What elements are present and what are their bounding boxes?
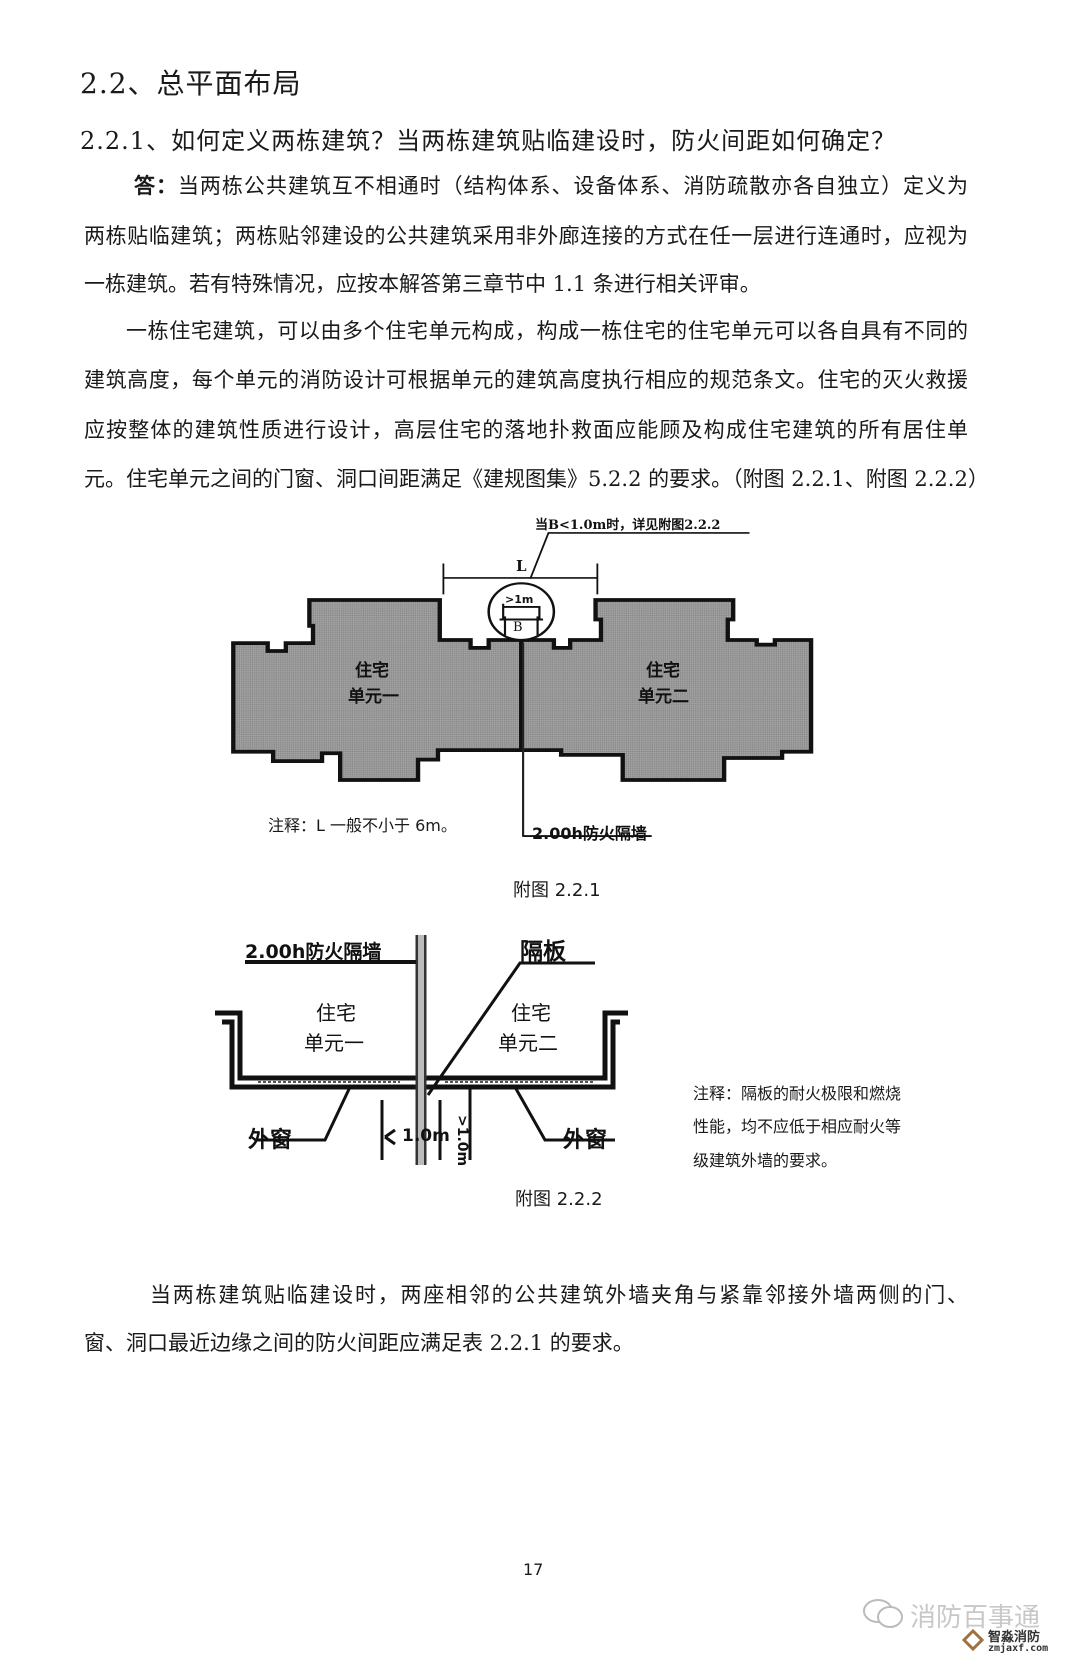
figure1-callout: 当B<1.0m时，详见附图2.2.2 [535, 518, 721, 533]
figure2-window-right: 外窗 [563, 1128, 608, 1153]
figure1-caption: 附图 2.2.1 [513, 880, 601, 901]
unit1-footprint [231, 598, 524, 782]
site-logo-icon [961, 1628, 985, 1654]
dimension-L [442, 563, 599, 595]
para2-line-1: 一栋住宅建筑，可以由多个住宅单元构成，构成一栋住宅的住宅单元可以各自具有不同的 [126, 319, 968, 343]
figure1-dim-gt1m: >1m [505, 593, 534, 606]
para3-line-2: 窗、洞口最近边缘之间的防火间距应满足表 2.2.1 的要求。 [84, 1331, 634, 1355]
answer-line-3: 一栋建筑。若有特殊情况，应按本解答第三章节中 1.1 条进行相关评审。 [84, 272, 761, 296]
figure2-dim-1m: 1.0m [402, 1126, 450, 1146]
figure2-unit1-line2: 单元一 [304, 1031, 364, 1055]
figure2-dim-gt1m: >1.0m [454, 1115, 470, 1167]
figure2-unit2-line1: 住宅 [511, 1001, 551, 1025]
callout-leader [529, 532, 750, 579]
page-number: 17 [523, 1560, 544, 1579]
figure2-caption: 附图 2.2.2 [515, 1189, 603, 1210]
figure2-note-line-1: 注释：隔板的耐火极限和燃烧 [693, 1084, 902, 1103]
para3-line-1: 当两栋建筑贴临建设时，两座相邻的公共建筑外墙夹角与紧靠邻接外墙两侧的门、 [150, 1283, 968, 1307]
figure2-unit1-line1: 住宅 [316, 1001, 356, 1025]
figure1-unit1-line1: 住宅 [355, 661, 389, 681]
watermark-site-url: zmjaxf.com [988, 1643, 1049, 1654]
window-leader-left [255, 1086, 352, 1142]
section-title: 2.2、总平面布局 [80, 67, 302, 100]
figure1-dim-B: B [513, 620, 523, 635]
figure1-note: 注释：L 一般不小于 6m。 [268, 816, 457, 835]
figure2-firewall-label: 2.00h防火隔墙 [245, 941, 382, 963]
figure1-unit1-line2: 单元一 [348, 687, 399, 707]
figure1-firewall-label: 2.00h防火隔墙 [532, 824, 647, 843]
figure2-note-line-3: 级建筑外墙的要求。 [693, 1151, 838, 1170]
window-leader-right [513, 1086, 615, 1142]
watermark-account: 消防百事通 [910, 1603, 1041, 1633]
figure1-dim-L: L [516, 557, 527, 575]
para2-line-2: 建筑高度，每个单元的消防设计可根据单元的建筑高度执行相应的规范条文。住宅的灭火救… [84, 368, 968, 392]
answer-line-1: 答：当两栋公共建筑互不相通时（结构体系、设备体系、消防疏散亦各自独立）定义为 [134, 173, 969, 198]
para2-line-4: 元。住宅单元之间的门窗、洞口间距满足《建规图集》5.2.2 的要求。（附图 2.… [84, 467, 989, 491]
question-title: 2.2.1、如何定义两栋建筑？当两栋建筑贴临建设时，防火间距如何确定？ [80, 127, 897, 155]
answer-line-2: 两栋贴临建筑；两栋贴邻建设的公共建筑采用非外廊连接的方式在任一层进行连通时，应视… [84, 224, 968, 248]
left-wall [215, 1010, 420, 1090]
figure2-partition-label: 隔板 [520, 939, 566, 965]
partition-leader [426, 961, 595, 1096]
unit2-footprint [519, 598, 814, 782]
dimension-1m [380, 1100, 442, 1160]
figure2-note-line-2: 性能，均不应低于相应耐火等 [693, 1117, 902, 1136]
figure1-unit2-line1: 住宅 [646, 661, 680, 681]
figure2-window-left: 外窗 [248, 1128, 293, 1153]
figure1-plan-drawing [231, 532, 814, 838]
answer-label: 答： [134, 173, 178, 198]
para2-line-3: 应按整体的建筑性质进行设计，高层住宅的落地扑救面应能顾及构成住宅建筑的所有居住单 [84, 418, 968, 442]
watermark-site-name: 智淼消防 [988, 1630, 1041, 1645]
figure1-unit2-line2: 单元二 [638, 687, 689, 707]
firewall [415, 935, 427, 1165]
wechat-icon [862, 1598, 906, 1634]
right-wall [425, 1010, 628, 1090]
figure2-unit2-line2: 单元二 [498, 1031, 558, 1055]
